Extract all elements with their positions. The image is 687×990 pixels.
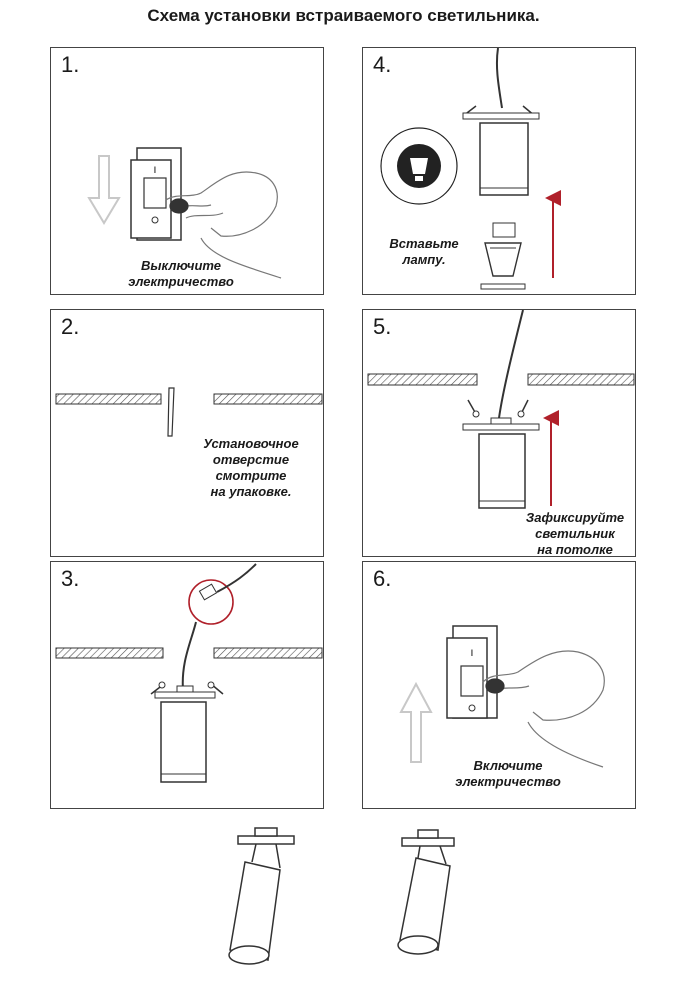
step-number: 2. — [61, 314, 80, 339]
connector-detail — [188, 563, 257, 625]
step-1-caption: Выключите электричество — [128, 258, 234, 289]
fixture-icon — [397, 829, 455, 955]
hand-icon — [165, 171, 282, 279]
ceiling-cutout — [367, 373, 635, 386]
step-6-caption: Включите электричество — [455, 758, 561, 789]
step-5-panel: 5. Зафиксируйте светильник на потолке — [362, 309, 636, 557]
step-6-panel: 6. I Включите электричество — [362, 561, 636, 809]
up-arrow-icon — [399, 681, 433, 763]
down-arrow-icon — [87, 155, 121, 225]
step-number: 5. — [373, 314, 392, 339]
step-number: 4. — [373, 52, 392, 77]
page-title: Схема установки встраиваемого светильник… — [147, 6, 540, 25]
fixture-views — [228, 827, 455, 965]
svg-text:I: I — [154, 166, 157, 176]
hand-icon — [482, 650, 605, 768]
fixture-icon — [228, 827, 295, 965]
step-number: 1. — [61, 52, 80, 77]
switch-icon: I — [446, 625, 498, 719]
step-4-caption: Вставьте лампу. — [389, 236, 459, 267]
step-5-caption: Зафиксируйте светильник на потолке — [525, 510, 625, 557]
fixture-icon — [150, 681, 224, 783]
not-included-stamp — [380, 127, 458, 205]
ceiling-cutout — [55, 647, 323, 659]
step-number: 3. — [61, 566, 80, 591]
step-3-panel: 3. — [50, 561, 324, 809]
step-2-caption: Установочное отверстие смотрите на упако… — [203, 436, 299, 499]
step-4-panel: 4. Вставьте лампу. — [362, 47, 636, 295]
ceiling-cutout — [55, 387, 323, 437]
step-2-panel: 2. Установочное отверстие смотрите на уп… — [50, 309, 324, 557]
fixture-icon — [462, 399, 540, 509]
fixture-icon — [462, 105, 540, 196]
switch-icon: I — [130, 147, 182, 241]
svg-text:I: I — [471, 649, 474, 659]
step-1-panel: 1. I Выключите электричество — [50, 47, 324, 295]
lamp-icon — [480, 222, 526, 290]
step-number: 6. — [373, 566, 392, 591]
